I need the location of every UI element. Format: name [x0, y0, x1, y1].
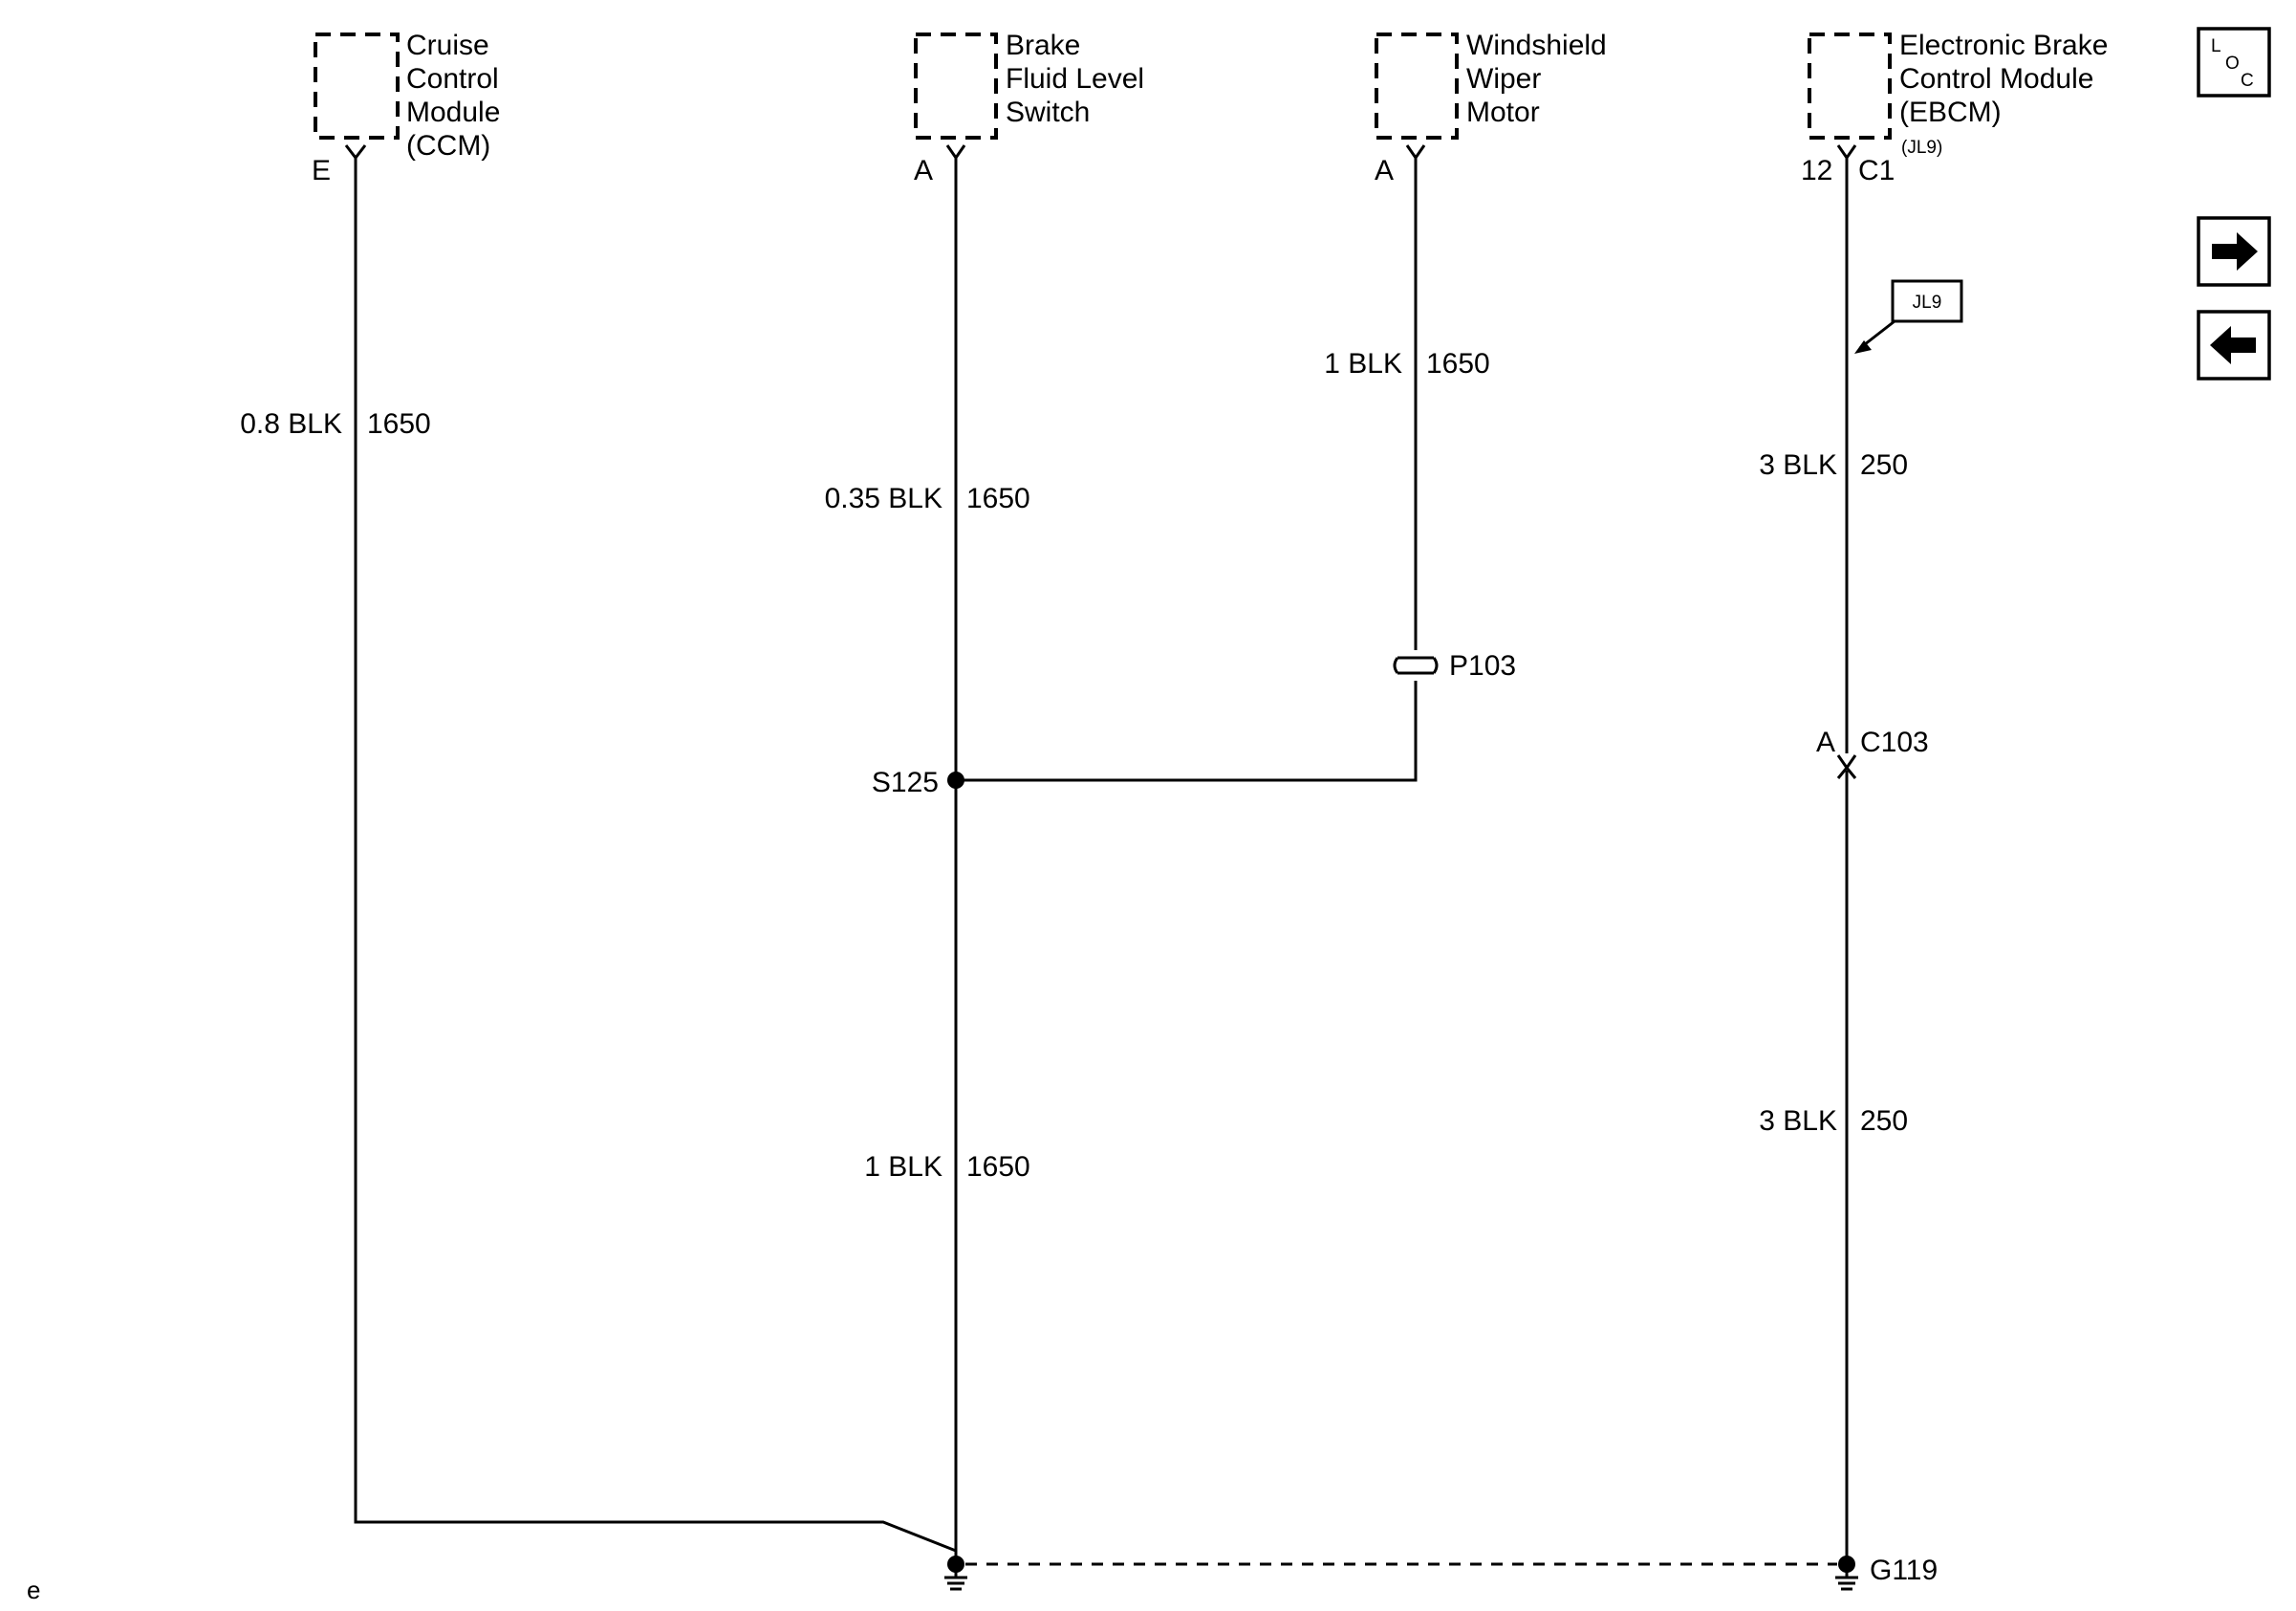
ebcm-pin: 12 [1801, 155, 1832, 186]
ccm-pin: E [312, 155, 331, 186]
ebcm-lower-wire-circuit: 250 [1860, 1105, 1908, 1137]
wiper-label-3: Motor [1466, 97, 1540, 128]
jl9-flag-box [1891, 279, 1963, 323]
c103-pin: A [1816, 727, 1835, 758]
wiper-pin: A [1375, 155, 1394, 186]
ebcm-box [1808, 33, 1892, 140]
c103-female-terminal [1836, 765, 1857, 779]
ground-g119: G119 [1835, 1555, 1938, 1591]
location-button-letter-l: L [2211, 36, 2221, 56]
wiper-box [1375, 33, 1459, 140]
ebcm-connector: C1 [1858, 155, 1895, 186]
wiper-connector-terminal [1405, 144, 1426, 161]
arrow-right-icon [2212, 232, 2258, 271]
ebcm-upper-wire-color: 3 BLK [1759, 449, 1837, 481]
arrow-left-icon [2210, 326, 2256, 364]
wiper-component: Windshield Wiper Motor A [1375, 30, 1607, 186]
ground-label: G119 [1870, 1555, 1938, 1586]
pass-through-label: P103 [1449, 650, 1516, 682]
ccm-component: Cruise Control Module (CCM) E [312, 30, 500, 186]
wiper-wire [956, 158, 1418, 782]
wiper-label-1: Windshield [1466, 30, 1607, 61]
location-button[interactable]: L O C [2197, 27, 2271, 98]
pass-through-ends [1393, 657, 1439, 674]
wiper-label-2: Wiper [1466, 63, 1541, 95]
ccm-label-4: (CCM) [406, 130, 490, 162]
jl9-option-flag: JL9 [1854, 279, 1963, 354]
bfls-connector-terminal [945, 144, 966, 161]
bfls-label-2: Fluid Level [1006, 63, 1144, 95]
ccm-label-2: Control [406, 63, 499, 95]
bfls-upper-wire-color: 0.35 BLK [825, 483, 942, 514]
splice-label: S125 [872, 767, 939, 798]
pass-through-p103: P103 [1393, 650, 1516, 682]
bfls-pin: A [914, 155, 933, 186]
bfls-component: Brake Fluid Level Switch A [914, 30, 1144, 186]
ebcm-option: (JL9) [1901, 138, 1942, 158]
next-page-button[interactable] [2197, 216, 2271, 287]
c103-label: C103 [1860, 727, 1929, 758]
ebcm-upper-wire-circuit: 250 [1860, 449, 1908, 481]
ebcm-connector-terminal [1836, 144, 1857, 161]
ebcm-component: Electronic Brake Control Module (EBCM) (… [1801, 30, 2108, 186]
bfls-lower-wire-circuit: 1650 [966, 1151, 1030, 1183]
ccm-label-3: Module [406, 97, 500, 128]
bfls-upper-wire-circuit: 1650 [966, 483, 1030, 514]
location-button-letter-c: C [2241, 71, 2254, 91]
jl9-flag-arrowhead [1854, 340, 1872, 354]
location-button-frame[interactable] [2197, 27, 2271, 98]
bfls-label-1: Brake [1006, 30, 1080, 61]
previous-page-button[interactable] [2197, 310, 2271, 381]
ccm-wire-color: 0.8 BLK [240, 408, 342, 440]
inline-connector-c103: A C103 [1816, 727, 1929, 779]
location-button-letter-o: O [2225, 54, 2240, 74]
bfls-label-3: Switch [1006, 97, 1090, 128]
ccm-wire-circuit: 1650 [367, 408, 431, 440]
jl9-flag-label: JL9 [1913, 293, 1942, 313]
bfls-box [914, 33, 998, 140]
ebcm-lower-wire-color: 3 BLK [1759, 1105, 1837, 1137]
ground-symbol-left [944, 1556, 967, 1591]
wiper-wire-color: 1 BLK [1324, 348, 1402, 380]
ccm-connector-terminal [344, 144, 367, 161]
ebcm-label-3: (EBCM) [1899, 97, 2002, 128]
ebcm-label-1: Electronic Brake [1899, 30, 2108, 61]
ccm-wire [354, 158, 957, 1553]
wiper-wire-circuit: 1650 [1426, 348, 1490, 380]
footer-mark: e [27, 1576, 40, 1604]
ebcm-label-2: Control Module [1899, 63, 2093, 95]
ccm-box [314, 33, 400, 140]
ccm-label-1: Cruise [406, 30, 489, 61]
bfls-lower-wire-color: 1 BLK [864, 1151, 942, 1183]
